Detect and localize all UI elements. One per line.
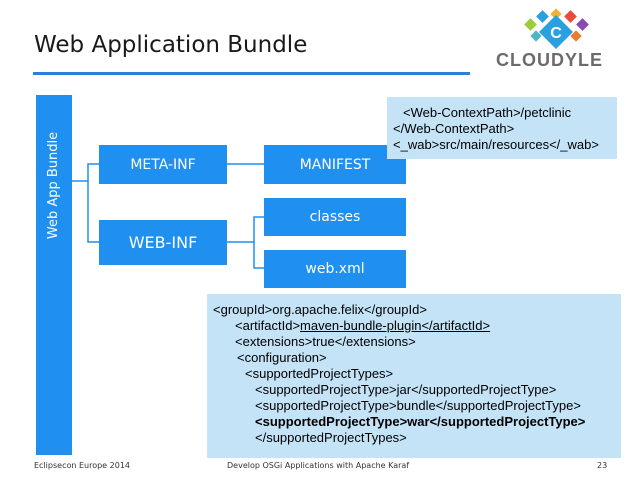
pom-line: <supportedProjectTypes> — [245, 366, 394, 381]
note-line: <_wab>src/main/resources</_wab> — [393, 137, 599, 152]
title-underline — [33, 72, 470, 75]
pom-token: maven-bundle-plugin — [300, 318, 422, 333]
pom-line: <groupId>org.apache.felix</groupId> — [213, 302, 427, 317]
meta-inf-box: META-INF — [99, 145, 227, 184]
manifest-headers-note: <Web-ContextPath>/petclinic </Web-Contex… — [387, 97, 617, 159]
pom-token: </artifactId> — [421, 318, 491, 333]
cloudyle-logo-icon: C — [524, 8, 589, 49]
pom-line: <extensions>true</extensions> — [235, 334, 416, 349]
web-inf-box: WEB-INF — [99, 220, 227, 265]
web-app-bundle-bar — [36, 95, 72, 455]
footer-talk-title: Develop OSGi Applications with Apache Ka… — [227, 461, 410, 470]
manifest-box: MANIFEST — [264, 145, 406, 184]
slide-title: Web Application Bundle — [34, 32, 308, 58]
web-app-bundle-label: Web App Bundle — [46, 131, 62, 239]
svg-text:C: C — [550, 25, 562, 42]
pom-line: <supportedProjectType>war</supportedProj… — [255, 414, 586, 429]
pom-line: <supportedProjectType>jar</supportedProj… — [255, 382, 557, 397]
page-number: 23 — [597, 461, 608, 470]
pom-config-note: <groupId>org.apache.felix</groupId> <art… — [207, 294, 621, 458]
pom-token: <artifactId> — [235, 318, 301, 333]
pom-line: <configuration> — [237, 350, 327, 365]
pom-line: <artifactId>maven-bundle-plugin</artifac… — [213, 318, 615, 334]
classes-box: classes — [264, 198, 406, 236]
web-app-bundle-label-wrap: Web App Bundle — [36, 95, 72, 275]
note-line: </Web-ContextPath> — [393, 121, 515, 136]
web-xml-box: web.xml — [264, 250, 406, 288]
footer-event: Eclipsecon Europe 2014 — [34, 461, 131, 470]
logo-text: CLOUDYLE — [496, 50, 603, 70]
note-line: <Web-ContextPath>/petclinic — [403, 105, 572, 120]
pom-line: </supportedProjectTypes> — [255, 430, 407, 445]
pom-line: <supportedProjectType>bundle</supportedP… — [255, 398, 581, 413]
